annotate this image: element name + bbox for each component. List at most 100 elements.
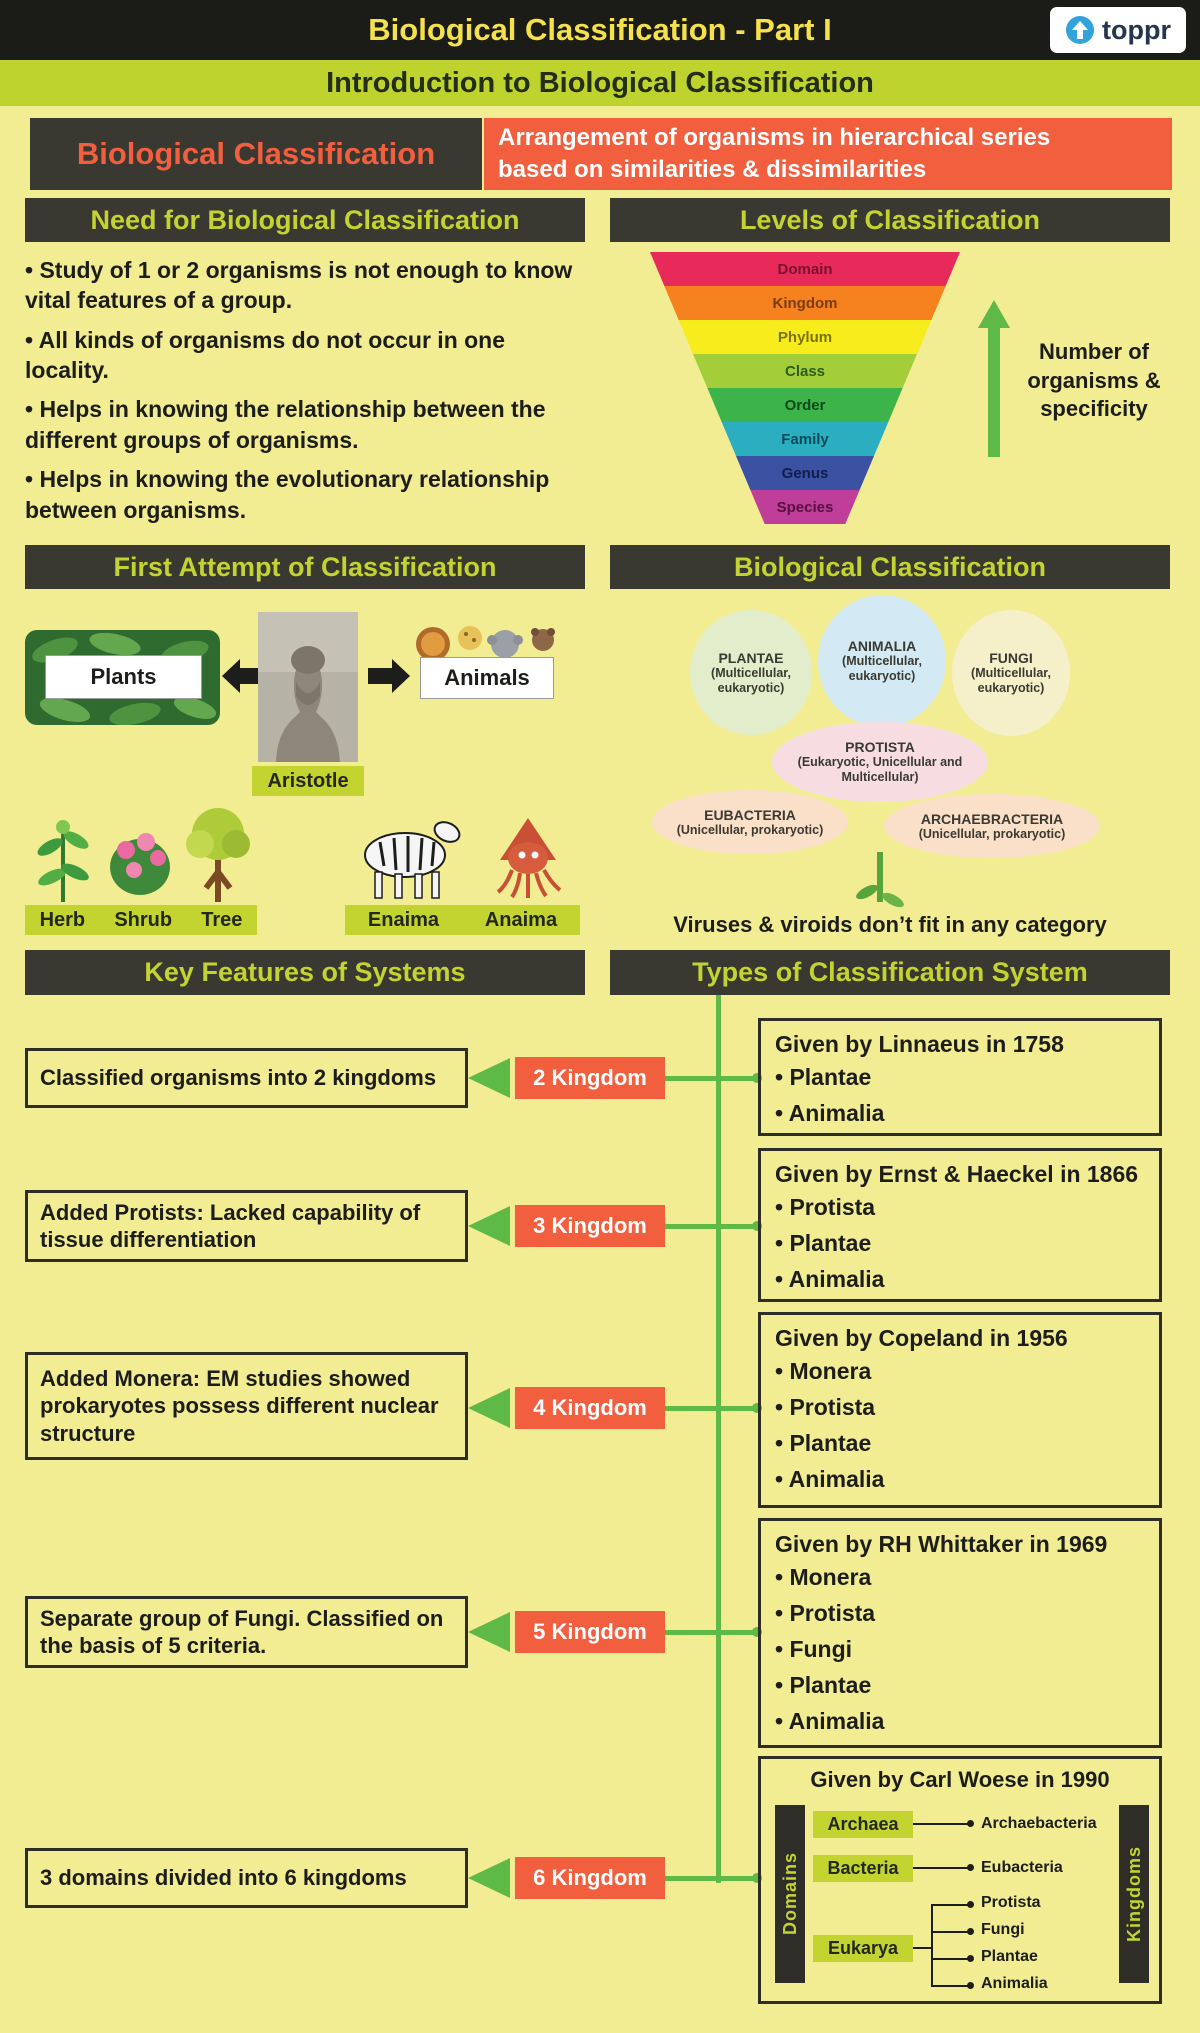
connector-branch [721, 1630, 758, 1635]
petal-animalia: ANIMALIA (Multicellular, eukaryotic) [818, 595, 946, 727]
plant-types-labels: Herb Shrub Tree [25, 905, 257, 935]
feature-box-5-kingdom: Separate group of Fungi. Classified on t… [25, 1596, 468, 1668]
badge-label: 6 Kingdom [533, 1865, 647, 1890]
connector-branch [662, 1876, 716, 1881]
arrow-left-green-icon [468, 1612, 510, 1652]
pyramid-level-domain: Domain [650, 252, 960, 286]
arrow-left-green-icon [468, 1206, 510, 1246]
pyramid-level-phylum: Phylum [650, 320, 960, 354]
definition-term: Biological Classification [76, 136, 436, 171]
plants-label: Plants [90, 664, 157, 689]
kingdom-item: Protista [775, 1189, 1145, 1225]
badge-2-kingdom: 2 Kingdom [515, 1057, 665, 1099]
badge-6-kingdom: 6 Kingdom [515, 1857, 665, 1899]
viruses-note: Viruses & viroids don’t fit in any categ… [673, 912, 1107, 937]
kingdom-eubacteria: Eubacteria [981, 1859, 1063, 1876]
petal-fungi-desc: (Multicellular, eukaryotic) [971, 666, 1051, 695]
feature-text: Added Monera: EM studies showed prokaryo… [40, 1365, 439, 1446]
classification-pyramid: Domain Kingdom Phylum Class Order Family… [650, 252, 960, 524]
subtitle-bar: Introduction to Biological Classificatio… [0, 60, 1200, 106]
connector-dot [752, 1403, 762, 1413]
kingdom-animalia: Animalia [981, 1975, 1048, 1992]
domains-bar: Domains [775, 1805, 805, 1983]
animal-types-labels: Enaima Anaima [345, 905, 580, 935]
section-header-bio-class-label: Biological Classification [733, 551, 1047, 582]
aristotle-label: Aristotle [267, 769, 349, 792]
woese-line [931, 1904, 971, 1906]
kingdom-protista: Protista [981, 1894, 1041, 1911]
detail-box-haeckel: Given by Ernst & Haeckel in 1866 Protist… [758, 1148, 1162, 1302]
specificity-up-arrow-shaft [988, 327, 1000, 457]
arrow-left-green-icon [468, 1388, 510, 1428]
enaima-label: Enaima [367, 908, 440, 931]
woese-line [931, 1985, 971, 1987]
kingdom-item: Animalia [775, 1095, 1145, 1131]
petal-protista: PROTISTA (Eukaryotic, Unicellular and Mu… [772, 722, 988, 802]
detail-title: Given by Ernst & Haeckel in 1866 [775, 1161, 1139, 1187]
section-header-types-label: Types of Classification System [692, 957, 1088, 987]
woese-dot [967, 1820, 974, 1827]
petal-animalia-desc: (Multicellular, eukaryotic) [842, 654, 922, 683]
kingdom-item: Fungi [775, 1631, 1145, 1667]
brand-logo[interactable]: toppr [1050, 7, 1186, 53]
badge-label: 4 Kingdom [533, 1395, 647, 1420]
toppr-arrow-icon [1066, 16, 1094, 44]
kingdom-item: Animalia [775, 1261, 1145, 1297]
kingdom-item: Animalia [775, 1461, 1145, 1497]
connector-branch [662, 1630, 716, 1635]
petal-archaebacteria: ARCHAEBRACTERIA (Unicellular, prokaryoti… [884, 794, 1100, 858]
detail-title: Given by Copeland in 1956 [775, 1325, 1068, 1351]
domains-label: Domains [779, 1852, 800, 1936]
pyramid-level-class: Class [650, 354, 960, 388]
woese-line [913, 1947, 933, 1949]
woese-dot [967, 1955, 974, 1962]
woese-line [931, 1958, 971, 1960]
section-header-levels-label: Levels of Classification [739, 204, 1041, 235]
connector-dot [752, 1627, 762, 1637]
section-header-levels: Levels of Classification [610, 198, 1170, 242]
brand-name: toppr [1102, 14, 1171, 45]
petal-protista-name: PROTISTA [845, 739, 915, 755]
kingdoms-bar: Kingdoms [1119, 1805, 1149, 1983]
detail-title: Given by Linnaeus in 1758 [775, 1031, 1064, 1057]
tree-label: Tree [201, 908, 243, 931]
badge-4-kingdom: 4 Kingdom [515, 1387, 665, 1429]
connector-branch [721, 1406, 758, 1411]
aristotle-image [258, 612, 358, 762]
section-header-need-label: Need for Biological Classification [90, 204, 520, 235]
petal-fungi-name: FUNGI [989, 650, 1033, 666]
pyramid-level-order: Order [650, 388, 960, 422]
kingdom-item: Animalia [775, 1703, 1145, 1739]
petal-animalia-name: ANIMALIA [847, 638, 917, 654]
woese-line [931, 1904, 933, 1986]
detail-title: Given by RH Whittaker in 1969 [775, 1531, 1108, 1557]
specificity-up-arrow-icon [978, 300, 1010, 328]
section-header-need: Need for Biological Classification [25, 198, 585, 242]
shrub-label: Shrub [114, 908, 173, 931]
specificity-caption: Number of organisms & specificity [1027, 339, 1161, 422]
woese-dot [967, 1864, 974, 1871]
definition-text-box: Arrangement of organisms in hierarchical… [484, 118, 1172, 190]
kingdom-item: Monera [775, 1353, 1145, 1389]
definition-term-box: Biological Classification [30, 118, 482, 190]
feature-box-4-kingdom: Added Monera: EM studies showed prokaryo… [25, 1352, 468, 1460]
petal-archaebacteria-name: ARCHAEBRACTERIA [920, 810, 1064, 827]
petal-plantae-name: PLANTAE [718, 649, 784, 666]
herb-label: Herb [39, 908, 86, 931]
feature-box-6-kingdom: 3 domains divided into 6 kingdoms [25, 1848, 468, 1908]
woese-dot [967, 1928, 974, 1935]
badge-5-kingdom: 5 Kingdom [515, 1611, 665, 1653]
domain-chip-bacteria: Bacteria [813, 1855, 913, 1882]
arrow-right-icon [368, 659, 410, 693]
pyramid-level-kingdom: Kingdom [650, 286, 960, 320]
kingdom-archaebacteria: Archaebacteria [981, 1815, 1097, 1832]
definition-line1: Arrangement of organisms in hierarchical… [498, 123, 1051, 151]
animals-label-box: Animals [420, 657, 554, 699]
feature-text: Separate group of Fungi. Classified on t… [40, 1605, 444, 1659]
flower-stem-icon [856, 852, 904, 908]
connector-branch [662, 1076, 716, 1081]
section-header-bio-class: Biological Classification [610, 545, 1170, 589]
badge-label: 2 Kingdom [533, 1065, 647, 1090]
detail-box-whittaker: Given by RH Whittaker in 1969 Monera Pro… [758, 1518, 1162, 1748]
animals-label: Animals [444, 665, 530, 690]
